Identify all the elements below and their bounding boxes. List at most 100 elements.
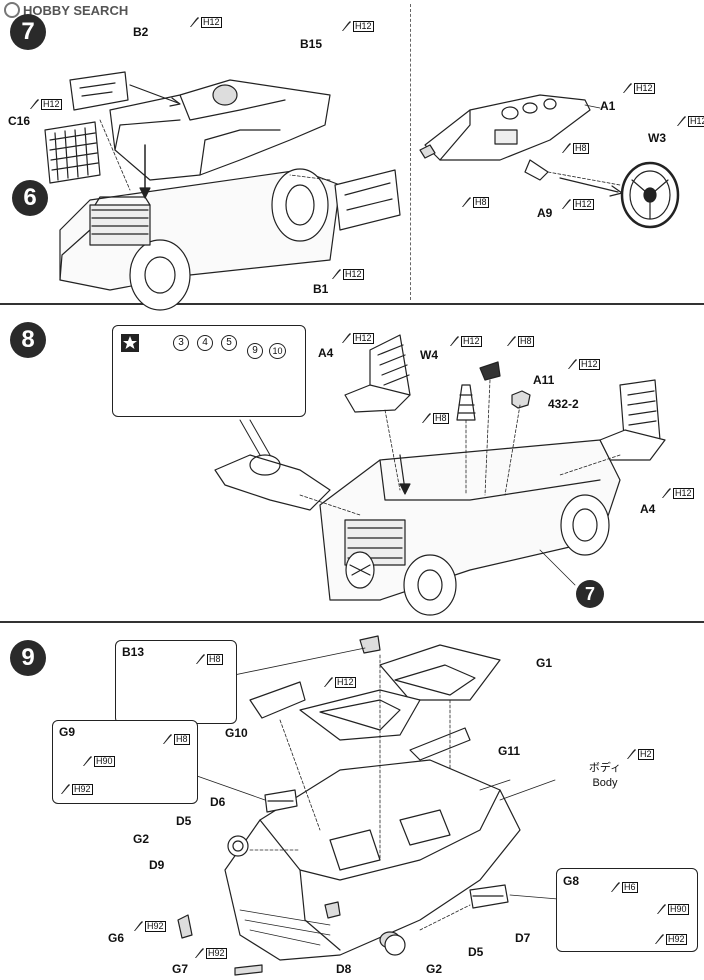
paint-brush-icon bbox=[657, 904, 666, 914]
paint-brush-icon bbox=[83, 756, 92, 766]
paint-code: H90 bbox=[94, 755, 115, 767]
part-a4-right-label: A4 bbox=[640, 502, 656, 516]
part-b1-label: B1 bbox=[313, 282, 329, 296]
paint-h8-a11: H8 bbox=[505, 335, 534, 347]
paint-h92-g7: H92 bbox=[193, 947, 227, 959]
paint-code: H12 bbox=[353, 20, 374, 32]
paint-code: H6 bbox=[622, 881, 638, 893]
step-7-reference-badge: 7 bbox=[576, 580, 604, 608]
paint-brush-icon bbox=[196, 654, 205, 664]
part-g2-top-label: G2 bbox=[133, 832, 150, 846]
part-432-2-label: 432-2 bbox=[548, 397, 579, 411]
paint-h2-body: H2 bbox=[625, 748, 654, 760]
paint-brush-icon bbox=[195, 948, 204, 958]
paint-h6-g8: H6 bbox=[609, 881, 638, 893]
paint-code: H92 bbox=[72, 783, 93, 795]
paint-code: H12 bbox=[579, 358, 600, 370]
paint-code: H12 bbox=[335, 676, 356, 688]
paint-h12-a9: H12 bbox=[560, 198, 594, 210]
step-6-reference-badge: 6 bbox=[12, 180, 48, 216]
paint-h8-w4: H8 bbox=[420, 412, 449, 424]
paint-code: H8 bbox=[207, 653, 223, 665]
paint-h12-top: H12 bbox=[322, 676, 356, 688]
paint-code: H8 bbox=[174, 733, 190, 745]
part-d5-bottom-label: D5 bbox=[468, 945, 484, 959]
paint-h12-b1: H12 bbox=[330, 268, 364, 280]
paint-brush-icon bbox=[163, 734, 172, 744]
paint-h8-b13: H8 bbox=[194, 653, 223, 665]
paint-code: H8 bbox=[473, 196, 489, 208]
gauge-number-10: 10 bbox=[269, 343, 286, 359]
paint-h8-g9: H8 bbox=[161, 733, 190, 745]
paint-brush-icon bbox=[677, 116, 686, 126]
paint-h12-b15: H12 bbox=[340, 20, 374, 32]
part-b15-label: B15 bbox=[300, 37, 323, 51]
paint-brush-icon bbox=[507, 336, 516, 346]
part-b2-label: B2 bbox=[133, 25, 149, 39]
gauge-number-9: 9 bbox=[247, 343, 263, 359]
paint-h12-a4-right: H12 bbox=[660, 487, 694, 499]
step-9-badge: 9 bbox=[10, 640, 46, 676]
hobby-search-logo-icon bbox=[4, 2, 20, 18]
paint-code: H12 bbox=[461, 335, 482, 347]
paint-code: H12 bbox=[343, 268, 364, 280]
part-g1-label: G1 bbox=[536, 656, 553, 670]
part-a9-label: A9 bbox=[537, 206, 553, 220]
part-g6-label: G6 bbox=[108, 931, 125, 945]
step9-g9-inset: G9 H8 H90 H92 bbox=[52, 720, 198, 804]
step-8-badge: 8 bbox=[10, 322, 46, 358]
paint-brush-icon bbox=[342, 21, 351, 31]
body-english-label: Body bbox=[592, 777, 618, 789]
part-d6-label: D6 bbox=[210, 795, 226, 809]
paint-brush-icon bbox=[662, 488, 671, 498]
paint-h12-w4: H12 bbox=[448, 335, 482, 347]
watermark: HOBBY SEARCH bbox=[4, 2, 128, 18]
paint-brush-icon bbox=[611, 882, 620, 892]
paint-brush-icon bbox=[623, 83, 632, 93]
part-d7-label: D7 bbox=[515, 931, 531, 945]
part-g10-label: G10 bbox=[225, 726, 248, 740]
paint-code: H92 bbox=[206, 947, 227, 959]
section-divider-bottom bbox=[0, 621, 704, 623]
paint-code: H92 bbox=[666, 933, 687, 945]
paint-code: H12 bbox=[573, 198, 594, 210]
paint-code: H12 bbox=[353, 332, 374, 344]
part-g11-label: G11 bbox=[498, 744, 521, 758]
step9-mirror-inset: B13 H8 bbox=[115, 640, 237, 724]
paint-h8-dash: H8 bbox=[460, 196, 489, 208]
gauge-number-3: 3 bbox=[173, 335, 189, 351]
part-c16-label: C16 bbox=[8, 114, 31, 128]
paint-brush-icon bbox=[655, 934, 664, 944]
paint-brush-icon bbox=[562, 143, 571, 153]
part-g9-label: G9 bbox=[59, 725, 76, 739]
step8-dashboard-inset: 3 4 5 9 10 bbox=[112, 325, 306, 417]
paint-code: H12 bbox=[41, 98, 62, 110]
part-g8-label: G8 bbox=[563, 874, 580, 888]
paint-brush-icon bbox=[134, 921, 143, 931]
paint-h12-a4-left: H12 bbox=[340, 332, 374, 344]
paint-code: H12 bbox=[201, 16, 222, 28]
paint-code: H12 bbox=[634, 82, 655, 94]
gauge-number-4: 4 bbox=[197, 335, 213, 351]
paint-h8-a1: H8 bbox=[560, 142, 589, 154]
paint-brush-icon bbox=[462, 197, 471, 207]
paint-brush-icon bbox=[450, 336, 459, 346]
paint-code: H8 bbox=[518, 335, 534, 347]
paint-h92-g6: H92 bbox=[132, 920, 166, 932]
part-a1-label: A1 bbox=[600, 99, 616, 113]
paint-brush-icon bbox=[190, 17, 199, 27]
paint-brush-icon bbox=[627, 749, 636, 759]
paint-h92-g9: H92 bbox=[59, 783, 93, 795]
part-g7-label: G7 bbox=[172, 962, 189, 976]
paint-brush-icon bbox=[568, 359, 577, 369]
paint-code: H2 bbox=[638, 748, 654, 760]
step-7-badge: 7 bbox=[10, 14, 46, 50]
paint-brush-icon bbox=[324, 677, 333, 687]
step9-g8-inset: G8 H6 H90 H92 bbox=[556, 868, 698, 952]
paint-code: H92 bbox=[145, 920, 166, 932]
paint-code: H8 bbox=[573, 142, 589, 154]
section-divider-top bbox=[0, 303, 704, 305]
paint-brush-icon bbox=[30, 99, 39, 109]
paint-h12-a1: H12 bbox=[621, 82, 655, 94]
star-icon bbox=[121, 334, 139, 352]
